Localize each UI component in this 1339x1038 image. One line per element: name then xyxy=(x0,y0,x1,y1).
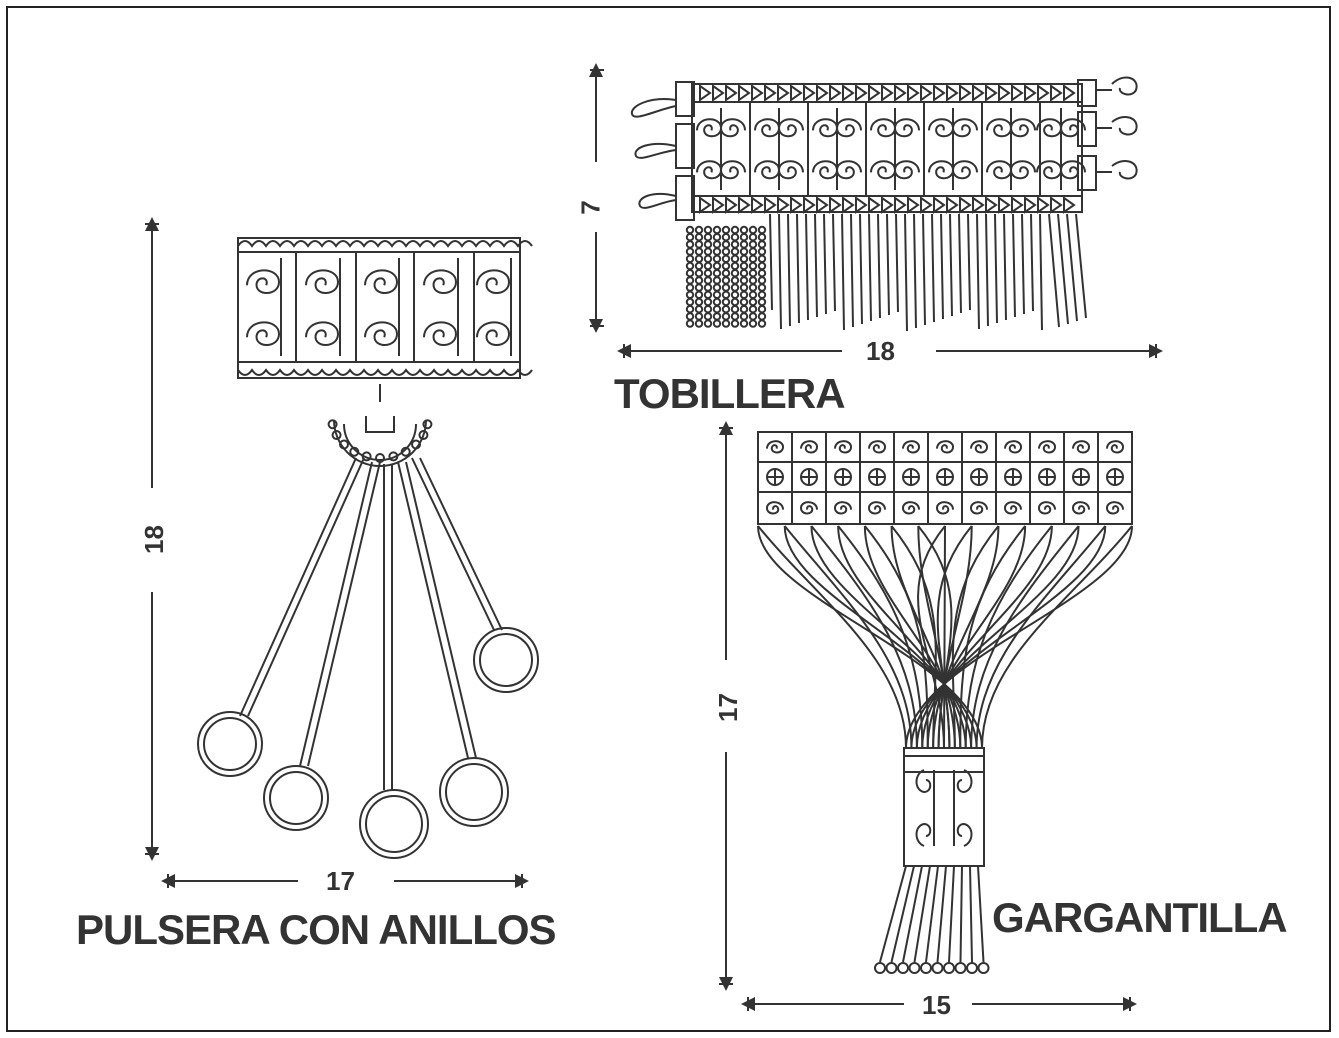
tobillera-title: TOBILLERA xyxy=(614,370,846,417)
pulsera-width-label: 17 xyxy=(326,866,355,896)
pulsera-drawing xyxy=(197,237,539,859)
tobillera-height-label: 7 xyxy=(575,200,606,215)
figure-frame xyxy=(6,6,1331,1032)
gargantilla-drawing xyxy=(757,431,1133,974)
gargantilla-title: GARGANTILLA xyxy=(992,894,1288,941)
pulsera-title: PULSERA CON ANILLOS xyxy=(76,906,557,953)
pulsera-height-label: 18 xyxy=(138,525,169,554)
gargantilla-width-label: 15 xyxy=(922,990,951,1020)
tobillera-drawing xyxy=(630,76,1138,332)
tobillera-width-label: 18 xyxy=(866,336,895,366)
gargantilla-height-label: 17 xyxy=(712,693,743,722)
